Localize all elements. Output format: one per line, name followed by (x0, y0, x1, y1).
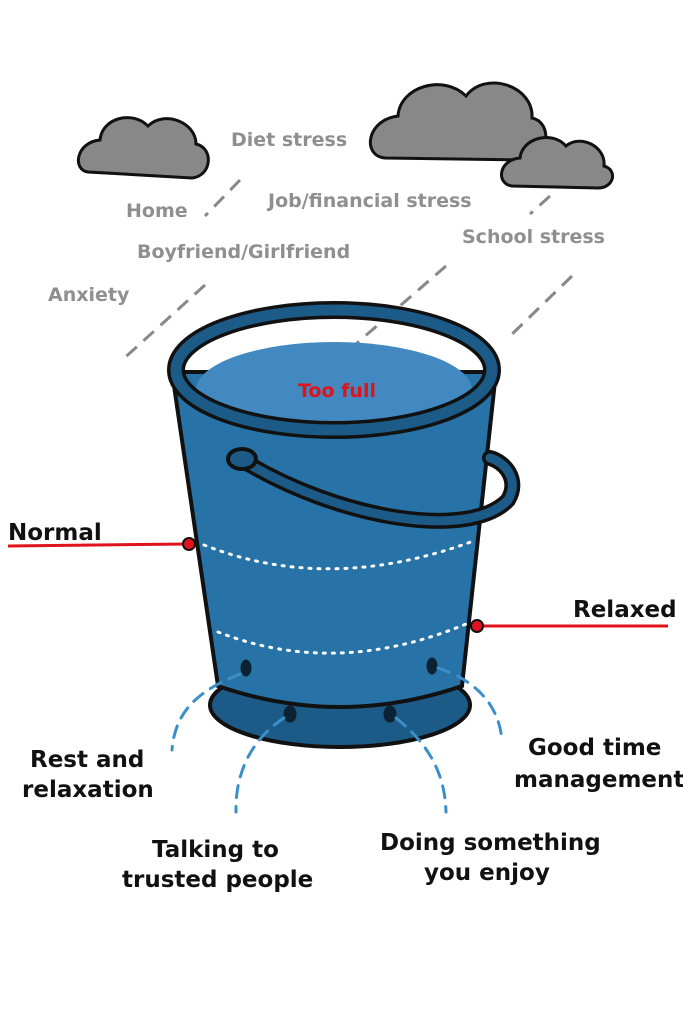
bucket-handle-hinge (226, 447, 258, 471)
bucket-hole (283, 705, 297, 723)
coping-label-talking-line2: trusted people (122, 867, 313, 893)
bucket-handle-color (237, 453, 517, 526)
leak-stream-doing (394, 716, 448, 814)
bucket-icon (167, 301, 521, 749)
level-label-normal: Normal (8, 520, 102, 546)
coping-label-doing: Doing something you enjoy (380, 830, 609, 886)
stressor-label-diet: Diet stress (231, 129, 347, 151)
bucket-rim-color (170, 304, 498, 436)
coping-label-time: Good time management (514, 735, 683, 793)
stressor-label-anxiety: Anxiety (48, 284, 130, 306)
bucket-hole (383, 705, 397, 723)
level-line-relaxed-dotted (216, 622, 468, 655)
too-full-label: Too full (298, 380, 376, 402)
coping-label-rest-line2: relaxation (22, 777, 154, 803)
rain-streak (118, 283, 207, 364)
coping-label-time-line1: Good time (528, 735, 661, 761)
rain-streak (528, 194, 552, 216)
cloud-icon-left (77, 116, 210, 180)
coping-label-doing-line1: Doing something (380, 830, 601, 856)
coping-label-rest: Rest and relaxation (22, 747, 154, 803)
bucket-hole (426, 657, 438, 675)
leak-stream-rest (170, 672, 242, 752)
coping-label-doing-line2: you enjoy (424, 860, 550, 886)
leak-stream-talking (234, 716, 286, 814)
level-line-normal-dotted (202, 538, 478, 571)
stressor-label-relationship: Boyfriend/Girlfriend (137, 241, 350, 263)
coping-label-talking-line1: Talking to (152, 837, 279, 863)
rain-streak (203, 178, 242, 218)
cloud-icon-right-small (500, 136, 614, 190)
rain-streak (355, 264, 447, 346)
cloud-icon-right-large (368, 81, 548, 162)
stressor-label-job: Job/financial stress (266, 190, 472, 212)
bucket-hole (240, 659, 252, 677)
coping-label-time-line2: management (514, 767, 683, 793)
level-label-relaxed: Relaxed (573, 597, 677, 623)
stressor-label-school: School stress (462, 226, 605, 248)
rain-streak (506, 274, 574, 340)
leak-stream-time (436, 666, 504, 744)
level-indicator-normal (7, 537, 196, 551)
level-indicator-relaxed (470, 619, 668, 633)
coping-label-talking: Talking to trusted people (122, 837, 313, 893)
coping-label-rest-line1: Rest and (30, 747, 144, 773)
bucket-water-surface (196, 342, 472, 438)
stressor-label-home: Home (126, 200, 188, 222)
